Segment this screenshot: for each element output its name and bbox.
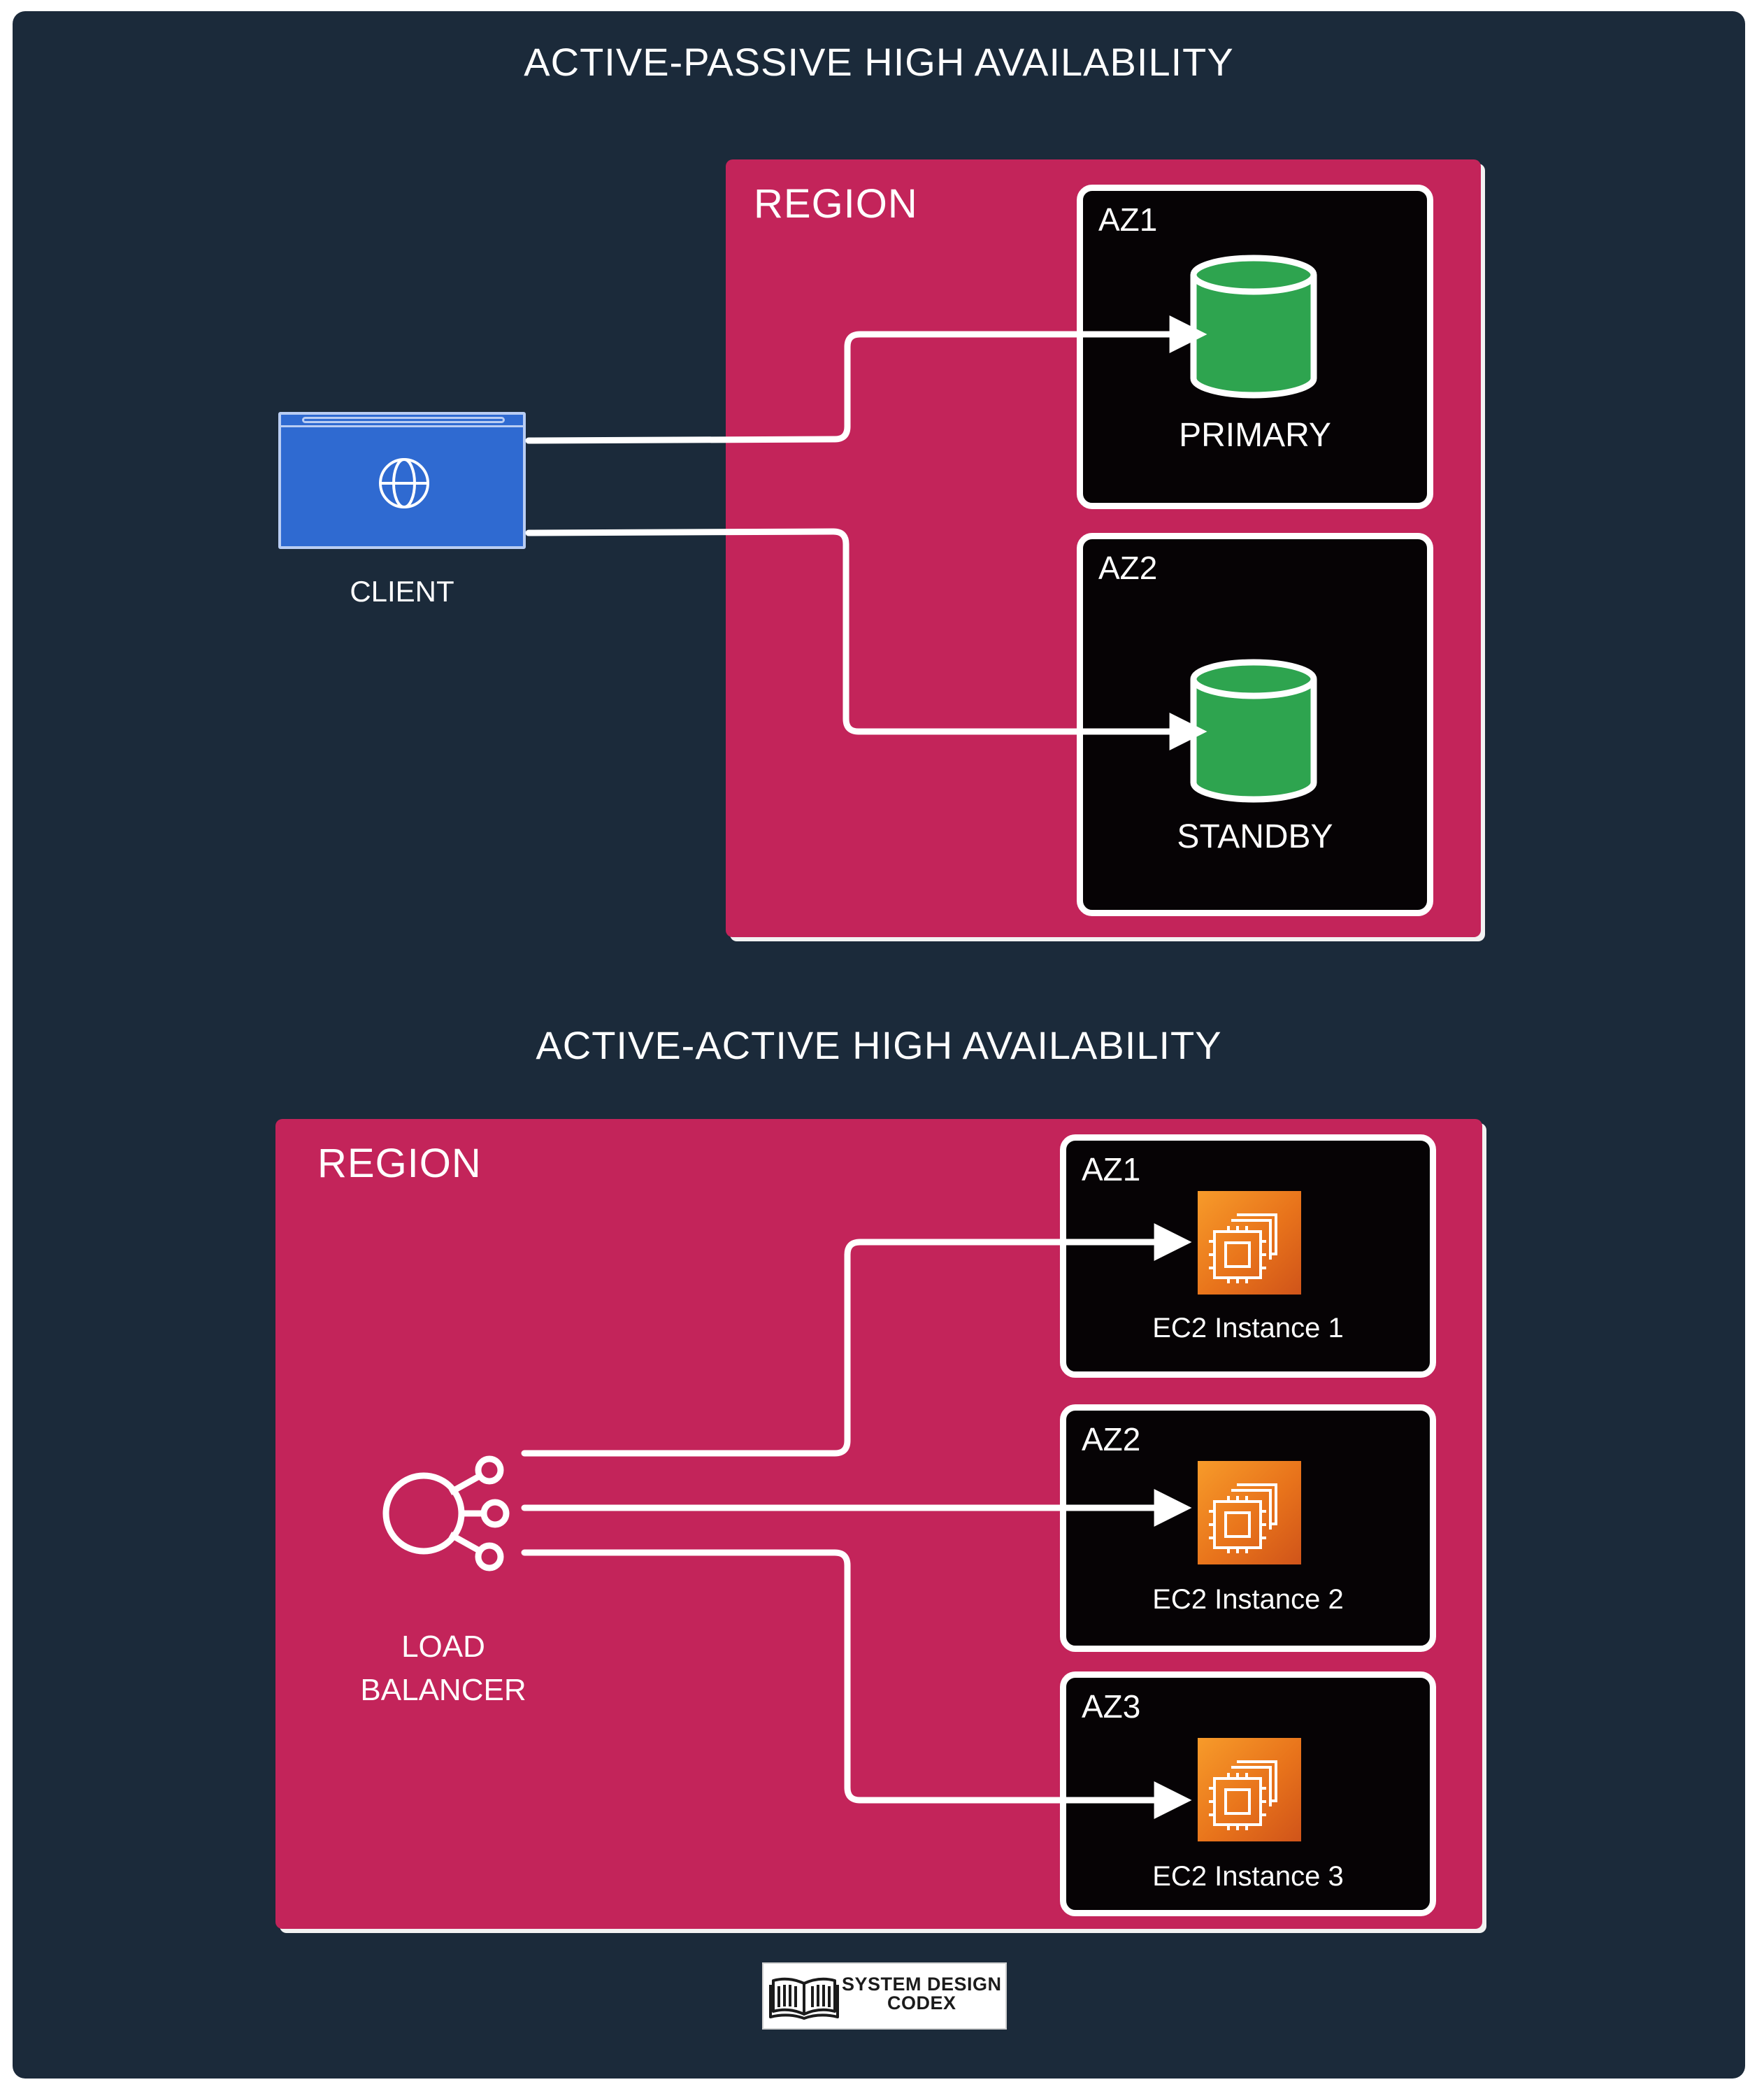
lb-to-ec2-3-connector	[521, 1549, 1192, 1819]
logo-text: SYSTEM DESIGN CODEX	[842, 1975, 1002, 2013]
client-browser	[278, 412, 526, 549]
open-book-icon	[769, 1977, 839, 2020]
logo-line1: SYSTEM DESIGN	[842, 1974, 1002, 1995]
az3-zone: AZ3 EC2 Instance 3	[1060, 1671, 1436, 1916]
primary-label: PRIMARY	[1179, 417, 1331, 454]
client-to-standby-connector	[525, 528, 1207, 750]
active-passive-title: ACTIVE-PASSIVE HIGH AVAILABILITY	[524, 40, 1234, 84]
load-balancer-label-line2: BALANCER	[360, 1673, 526, 1707]
ec2-chip-icon	[1209, 1760, 1277, 1830]
az-label: AZ1	[1082, 1151, 1141, 1188]
client-label: CLIENT	[350, 575, 454, 608]
az2-zone: AZ2 STANDBY	[1077, 533, 1433, 916]
connector-layer	[521, 315, 1207, 1819]
az-label: AZ3	[1082, 1688, 1141, 1725]
ec2-instance-label: EC2 Instance 2	[1152, 1584, 1344, 1615]
ec2-chip-icon	[1209, 1483, 1277, 1553]
lb-to-ec2-1-connector	[521, 1223, 1192, 1457]
active-passive-region: REGION AZ1 PRIMARY AZ2 STANDBY	[726, 159, 1481, 937]
ec2-instance-icon	[1198, 1191, 1301, 1295]
az-label: AZ1	[1098, 201, 1158, 238]
az1-zone: AZ1 EC2 Instance 1	[1060, 1134, 1436, 1378]
diagram-canvas: ACTIVE-PASSIVE HIGH AVAILABILITY REGION …	[13, 11, 1745, 2079]
region-label: REGION	[317, 1141, 482, 1186]
load-balancer-label: LOAD BALANCER	[324, 1625, 562, 1712]
ec2-chip-icon	[1209, 1213, 1277, 1283]
browser-address-bar	[281, 415, 523, 427]
az-label: AZ2	[1098, 550, 1158, 586]
load-balancer-label-line1: LOAD	[401, 1630, 485, 1664]
az2-zone: AZ2 EC2 Instance 2	[1060, 1404, 1436, 1652]
globe-icon	[379, 458, 429, 508]
ec2-instance-icon	[1198, 1461, 1301, 1564]
database-icon	[1190, 659, 1317, 803]
ec2-instance-label: EC2 Instance 3	[1152, 1861, 1344, 1892]
ec2-instance-label: EC2 Instance 1	[1152, 1313, 1344, 1343]
brand-logo: SYSTEM DESIGN CODEX	[762, 1962, 1007, 2030]
logo-line2: CODEX	[887, 1992, 956, 2013]
database-icon	[1190, 255, 1317, 399]
browser-url-field	[302, 417, 505, 423]
client-to-primary-connector	[525, 315, 1207, 444]
az1-zone: AZ1 PRIMARY	[1077, 185, 1433, 509]
az-label: AZ2	[1082, 1421, 1141, 1457]
standby-label: STANDBY	[1177, 818, 1333, 855]
region-label: REGION	[754, 181, 918, 227]
active-active-region: REGION AZ1 EC2 Instance 1 AZ2	[275, 1119, 1482, 1929]
load-balancer-icon	[382, 1455, 510, 1571]
active-active-title: ACTIVE-ACTIVE HIGH AVAILABILITY	[536, 1023, 1222, 1067]
ec2-instance-icon	[1198, 1738, 1301, 1841]
